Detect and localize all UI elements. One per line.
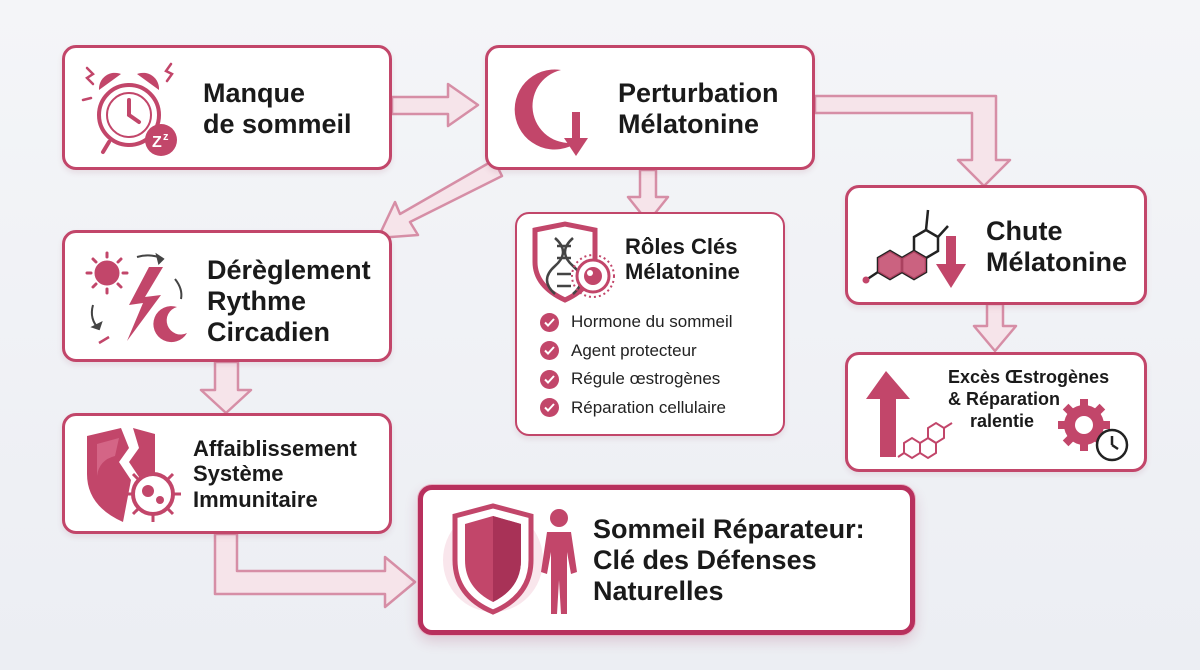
svg-text:z: z bbox=[163, 131, 169, 143]
node-dereglement-rythme: Dérèglement Rythme Circadien bbox=[62, 230, 392, 362]
node-sommeil-line-1: Sommeil Réparateur: bbox=[593, 514, 865, 544]
node-dereglement-title: Dérèglement Rythme Circadien bbox=[207, 255, 371, 348]
list-item: Agent protecteur bbox=[540, 337, 733, 366]
arrow-perturbation-roles bbox=[626, 168, 670, 224]
node-chute-melatonine: Chute Mélatonine bbox=[845, 185, 1147, 305]
node-perturbation-melatonine: Perturbation Mélatonine bbox=[485, 45, 815, 170]
check-icon bbox=[540, 341, 559, 361]
node-roles-line-2: Mélatonine bbox=[625, 259, 740, 285]
check-icon bbox=[540, 398, 559, 418]
node-sommeil-title: Sommeil Réparateur: Clé des Défenses Nat… bbox=[593, 514, 865, 607]
node-manque-line-2: de sommeil bbox=[203, 109, 352, 140]
svg-text:Z: Z bbox=[152, 134, 162, 151]
arrow-up-molecule-gear-icon bbox=[866, 371, 1129, 462]
roles-list: Hormone du sommeil Agent protecteur Régu… bbox=[540, 308, 733, 422]
node-exces-title: Excès Œstrogènes & Réparation ralentie bbox=[948, 367, 1109, 433]
roles-item-label: Hormone du sommeil bbox=[571, 312, 733, 332]
node-affaiblissement: Affaiblissement Système Immunitaire bbox=[62, 413, 392, 534]
check-icon bbox=[540, 369, 559, 389]
broken-shield-virus-icon bbox=[87, 428, 181, 522]
arrow-perturbation-dereglement bbox=[376, 158, 504, 240]
node-exces-line-3: ralentie bbox=[970, 410, 1035, 431]
node-roles-line-1: Rôles Clés bbox=[625, 234, 738, 259]
node-sommeil-line-2: Clé des Défenses bbox=[593, 545, 817, 576]
node-manque-line-1: Manque bbox=[203, 78, 306, 108]
node-affaiblissement-line-2: Système bbox=[193, 461, 284, 487]
arrow-affaiblissement-sommeil bbox=[213, 532, 417, 609]
node-exces-line-1: Excès Œstrogènes bbox=[948, 367, 1110, 387]
arrow-manque-perturbation bbox=[390, 82, 480, 128]
arrow-chute-exces bbox=[972, 302, 1018, 353]
node-perturbation-line-2: Mélatonine bbox=[618, 109, 760, 140]
check-icon bbox=[540, 312, 559, 332]
list-item: Hormone du sommeil bbox=[540, 308, 733, 337]
shield-human-icon bbox=[443, 503, 577, 615]
node-exces-oestrogenes: Excès Œstrogènes & Réparation ralentie bbox=[845, 352, 1147, 472]
node-chute-line-2: Mélatonine bbox=[986, 247, 1128, 278]
molecule-down-icon bbox=[862, 209, 966, 288]
node-chute-title: Chute Mélatonine bbox=[986, 216, 1127, 278]
roles-item-label: Réparation cellulaire bbox=[571, 397, 726, 417]
node-sommeil-line-3: Naturelles bbox=[593, 576, 724, 607]
roles-item-label: Agent protecteur bbox=[571, 340, 697, 360]
node-roles-cles: Rôles Clés Mélatonine bbox=[515, 212, 785, 436]
roles-item-label: Régule œstrogènes bbox=[571, 369, 721, 389]
node-perturbation-title: Perturbation Mélatonine bbox=[618, 78, 779, 140]
node-affaiblissement-line-3: Immunitaire bbox=[193, 486, 318, 512]
node-affaiblissement-title: Affaiblissement Système Immunitaire bbox=[193, 436, 357, 512]
node-manque-de-sommeil: Z z Manque de sommeil bbox=[62, 45, 392, 170]
arrow-dereglement-affaiblissement bbox=[199, 360, 253, 415]
moon-down-icon bbox=[514, 69, 588, 156]
list-item: Réparation cellulaire bbox=[540, 394, 733, 423]
node-dereglement-line-1: Dérèglement bbox=[207, 255, 371, 285]
node-manque-title: Manque de sommeil bbox=[203, 78, 352, 140]
node-chute-line-1: Chute bbox=[986, 216, 1063, 246]
node-dereglement-line-2: Rythme bbox=[207, 286, 307, 317]
node-affaiblissement-line-1: Affaiblissement bbox=[193, 436, 357, 461]
shield-dna-cell-icon bbox=[532, 221, 615, 303]
sun-moon-cycle-icon bbox=[85, 251, 187, 345]
node-roles-title: Rôles Clés Mélatonine bbox=[625, 234, 740, 285]
node-dereglement-line-3: Circadien bbox=[207, 317, 331, 348]
node-exces-line-2: & Réparation bbox=[948, 388, 1061, 409]
alarm-clock-icon: Z z bbox=[81, 62, 177, 156]
node-perturbation-line-1: Perturbation bbox=[618, 78, 779, 108]
list-item: Régule œstrogènes bbox=[540, 365, 733, 394]
node-sommeil-reparateur: Sommeil Réparateur: Clé des Défenses Nat… bbox=[418, 485, 915, 635]
arrow-perturbation-chute bbox=[813, 94, 1012, 188]
